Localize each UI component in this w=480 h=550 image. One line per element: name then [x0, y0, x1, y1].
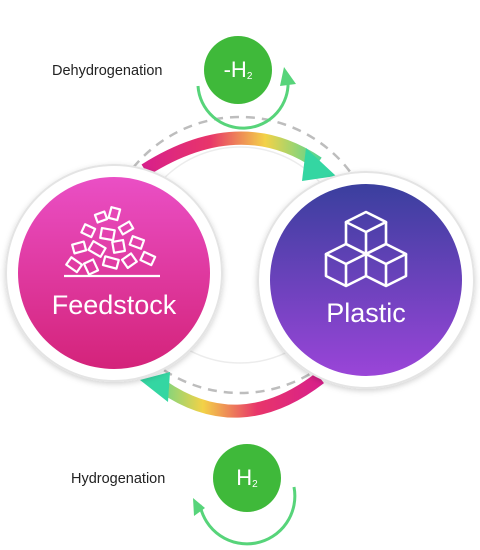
debris-pile-icon — [64, 206, 160, 278]
hydrogenation-badge — [193, 444, 297, 546]
plastic-label: Plastic — [326, 298, 406, 328]
hydrogenation-badge-text: H2 — [236, 465, 258, 490]
dehydrogenation-badge-text: -H2 — [223, 57, 253, 82]
feedstock-node: Feedstock — [5, 164, 223, 382]
dehydrogenation-badge — [196, 36, 296, 130]
feedstock-label: Feedstock — [51, 290, 177, 320]
dehydrogenation-loop-arrow — [196, 79, 290, 130]
hydrogenation-label: Hydrogenation — [71, 471, 166, 487]
bottom-cycle-arrow — [140, 372, 324, 418]
top-cycle-arrow — [141, 131, 336, 181]
dehydrogenation-label: Dehydrogenation — [52, 63, 163, 79]
hydrogenation-loop-arrow — [198, 486, 297, 546]
plastic-node: Plastic — [257, 171, 475, 389]
stacked-cubes-icon — [324, 210, 408, 288]
